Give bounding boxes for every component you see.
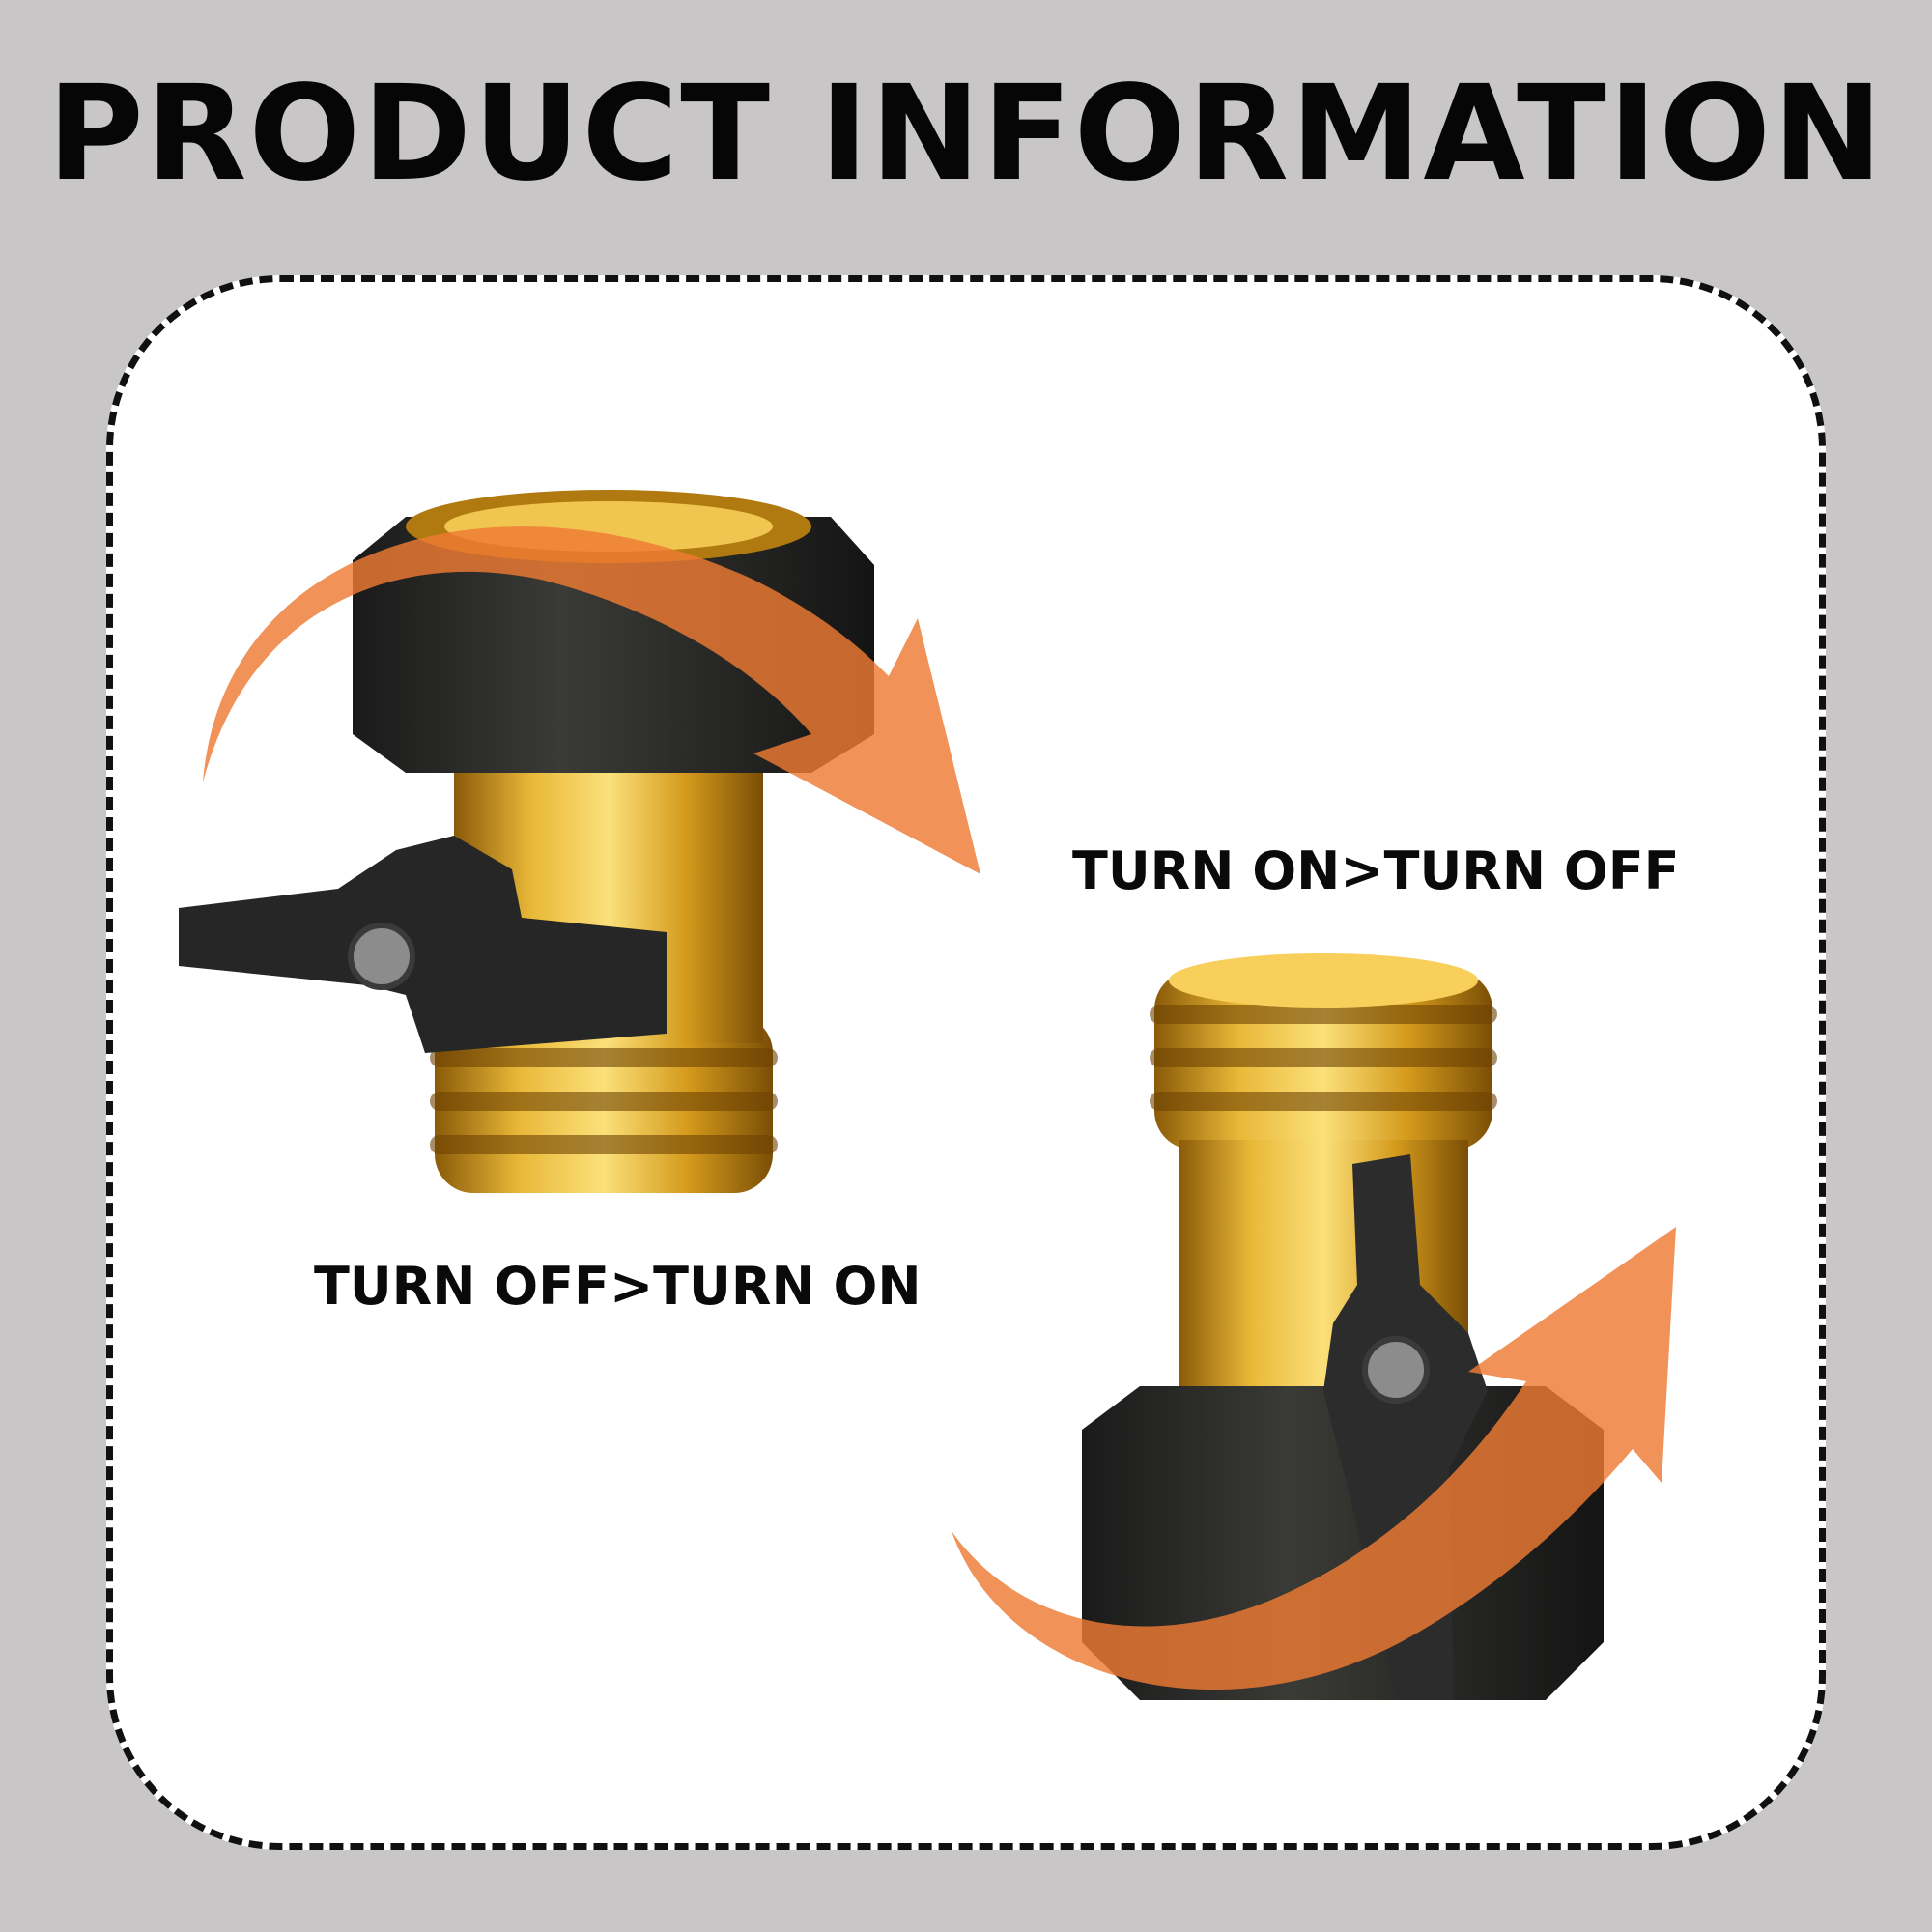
curved-arrow-clockwise-icon <box>203 526 980 874</box>
screw-icon <box>348 923 415 990</box>
valve-top-left <box>179 490 980 1193</box>
screw-icon <box>1362 1336 1430 1404</box>
page-title: PRODUCT INFORMATION <box>47 58 1885 211</box>
valve-bottom-right <box>952 953 1676 1700</box>
valve-handle <box>179 836 667 1053</box>
caption-turn-off-on: TURN OFF>TURN ON <box>314 1256 922 1317</box>
curved-arrow-up-icon <box>952 1227 1676 1690</box>
caption-turn-on-off: TURN ON>TURN OFF <box>1072 840 1680 901</box>
thread-icon <box>430 1014 778 1193</box>
thread-icon <box>1150 971 1497 1150</box>
